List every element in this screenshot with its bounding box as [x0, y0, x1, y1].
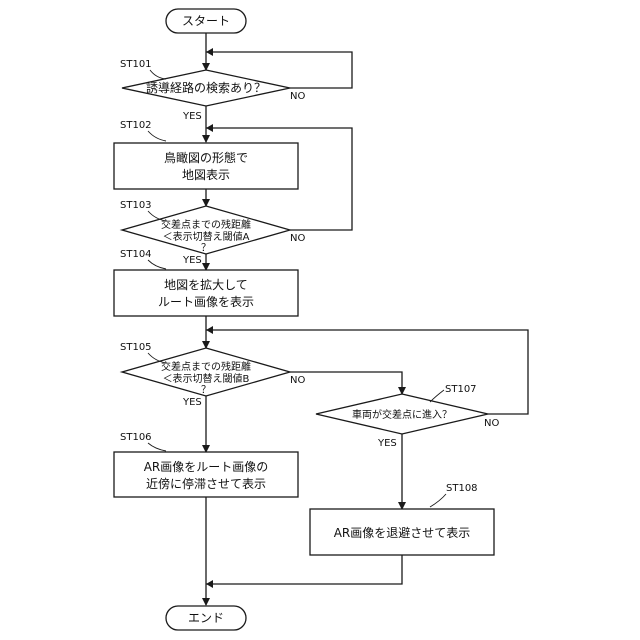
st104-line-2: ルート画像を表示 [158, 295, 254, 309]
line-st108-to-end [206, 555, 402, 584]
st108-text: AR画像を退避させて表示 [334, 526, 471, 540]
join-arrowhead-st103 [206, 124, 213, 132]
join-arrowhead-st108 [206, 580, 213, 588]
st105-line-1: 交差点までの残距離 [161, 360, 251, 373]
st106-line-1: AR画像をルート画像の [144, 460, 269, 474]
arrow-st105-no [290, 372, 402, 394]
st102-line-2: 地図表示 [182, 168, 230, 182]
st105-line-2: ＜表示切替え閾値B [163, 372, 250, 385]
st104-line-1: 地図を拡大して [164, 278, 248, 292]
st104-leader-line [148, 260, 166, 269]
st101-no-label: NO [290, 91, 305, 102]
st108-step-id: ST108 [446, 483, 478, 494]
step-st107-decision: 車両が交差点に進入？ ST107 NO YES [316, 384, 499, 449]
step-st101-decision: 誘導経路の検索あり？ ST101 NO YES [120, 59, 305, 122]
st101-yes-label: YES [182, 111, 202, 122]
st101-step-id: ST101 [120, 59, 152, 70]
st105-yes-label: YES [182, 397, 202, 408]
join-arrowhead-st107 [206, 326, 213, 334]
join-arrowhead-st101 [206, 48, 213, 56]
st103-line-1: 交差点までの残距離 [161, 218, 251, 231]
st105-step-id: ST105 [120, 342, 152, 353]
st102-leader-line [148, 131, 166, 141]
st101-leader-line [150, 70, 166, 79]
st105-no-label: NO [290, 375, 305, 386]
st106-leader-line [148, 443, 166, 451]
st102-step-id: ST102 [120, 120, 152, 131]
start-terminal: スタート [166, 9, 246, 33]
st102-line-1: 鳥瞰図の形態で [164, 150, 248, 165]
st106-step-id: ST106 [120, 432, 152, 443]
step-st105-decision: 交差点までの残距離 ＜表示切替え閾値B ？ ST105 NO YES [120, 342, 305, 408]
st108-leader-line [430, 494, 446, 507]
start-label: スタート [182, 14, 230, 28]
st107-no-label: NO [484, 418, 499, 429]
st101-question: 誘導経路の検索あり？ [146, 80, 266, 95]
st107-yes-label: YES [377, 438, 397, 449]
st107-question: 車両が交差点に進入？ [352, 408, 452, 421]
end-terminal: エンド [166, 606, 246, 630]
st103-step-id: ST103 [120, 200, 152, 211]
st105-line-3: ？ [201, 385, 211, 396]
st107-step-id: ST107 [445, 384, 477, 395]
st104-step-id: ST104 [120, 249, 152, 260]
st106-line-2: 近傍に停滞させて表示 [146, 476, 266, 491]
end-label: エンド [188, 611, 224, 625]
st103-yes-label: YES [182, 255, 202, 266]
st107-leader-line [430, 390, 444, 402]
st103-no-label: NO [290, 233, 305, 244]
st103-line-2: ＜表示切替え閾値A [163, 230, 250, 243]
st103-line-3: ？ [201, 243, 211, 254]
